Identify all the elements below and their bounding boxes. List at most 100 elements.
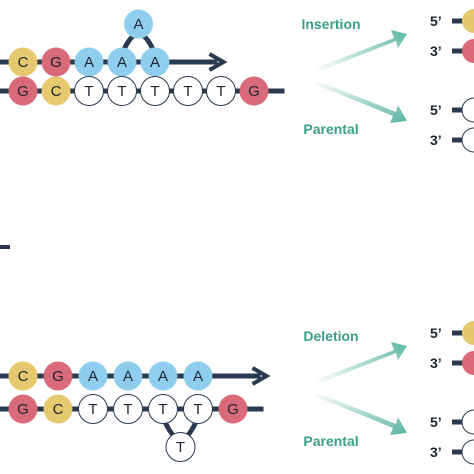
bottom-nucleotide-label: T bbox=[150, 83, 159, 100]
strand-end-label: 3’ bbox=[430, 444, 442, 460]
bottom-nucleotide-circle bbox=[78, 394, 108, 424]
bottom-nucleotide: T bbox=[206, 76, 236, 106]
arrow-down-outcome bbox=[314, 80, 407, 123]
bottom-nucleotide-circle bbox=[173, 76, 203, 106]
bottom-nucleotide: T bbox=[183, 394, 213, 424]
bottom-nucleotide-label: T bbox=[158, 401, 167, 418]
product-nucleotide-edge bbox=[461, 409, 474, 435]
product-nucleotide-edge bbox=[461, 97, 474, 123]
top-nucleotide: A bbox=[140, 47, 170, 77]
bottom-nucleotide-circle bbox=[183, 394, 213, 424]
bottom-nucleotide: T bbox=[107, 76, 137, 106]
bottom-nucleotide: G bbox=[8, 394, 38, 424]
top-nucleotide: C bbox=[8, 361, 38, 391]
top-nucleotide: A bbox=[183, 361, 213, 391]
strand-end-label: 5’ bbox=[430, 325, 442, 341]
inserted-nucleotide: A bbox=[124, 9, 153, 39]
top-nucleotide-circle bbox=[148, 361, 178, 391]
top-nucleotide: G bbox=[43, 361, 73, 391]
bottom-nucleotide-label: T bbox=[88, 401, 97, 418]
top-nucleotide: C bbox=[8, 47, 38, 77]
bottom-nucleotide-circle bbox=[43, 394, 73, 424]
bottom-nucleotide-label: G bbox=[17, 401, 29, 418]
top-nucleotide-label: A bbox=[150, 54, 160, 71]
top-nucleotide: A bbox=[113, 361, 143, 391]
bottom-nucleotide-label: G bbox=[227, 401, 239, 418]
bottom-nucleotide-label: T bbox=[84, 83, 93, 100]
top-nucleotide: A bbox=[78, 361, 108, 391]
strand-end-label: 5’ bbox=[430, 102, 442, 118]
arrow-up-outcome bbox=[316, 342, 407, 384]
bottom-nucleotide-label: T bbox=[123, 401, 132, 418]
bottom-nucleotide: C bbox=[41, 76, 71, 106]
bottom-nucleotide: T bbox=[173, 76, 203, 106]
top-nucleotide-circle bbox=[41, 47, 71, 77]
bottom-nucleotide: G bbox=[8, 76, 38, 106]
bottom-nucleotide-label: C bbox=[51, 83, 62, 100]
strand-end-label: 5’ bbox=[430, 414, 442, 430]
bottom-nucleotide: T bbox=[74, 76, 104, 106]
outcome-label-up: Insertion bbox=[301, 16, 360, 32]
bottom-nucleotide-circle bbox=[107, 76, 137, 106]
strand-end-label: 3’ bbox=[430, 132, 442, 148]
bottom-nucleotide-circle bbox=[113, 394, 143, 424]
bottom-nucleotide: G bbox=[239, 76, 269, 106]
product-nucleotide-edge bbox=[461, 127, 474, 153]
top-nucleotide-label: G bbox=[52, 368, 64, 385]
bottom-nucleotide-label: G bbox=[248, 83, 260, 100]
looped-out-nucleotide: T bbox=[165, 432, 196, 462]
bottom-nucleotide-label: T bbox=[193, 401, 202, 418]
bottom-nucleotide-label: T bbox=[117, 83, 126, 100]
outcome-label-down: Parental bbox=[303, 121, 358, 137]
bottom-nucleotide-circle bbox=[8, 394, 38, 424]
top-nucleotide-circle bbox=[183, 361, 213, 391]
top-nucleotide: A bbox=[107, 47, 137, 77]
top-nucleotide-label: C bbox=[18, 368, 29, 385]
top-nucleotide-circle bbox=[8, 361, 38, 391]
top-nucleotide-label: A bbox=[193, 368, 203, 385]
strand-end-label: 3’ bbox=[430, 355, 442, 371]
top-nucleotide-label: A bbox=[158, 368, 168, 385]
top-nucleotide-circle bbox=[107, 47, 137, 77]
product-nucleotide-edge bbox=[462, 321, 474, 345]
bottom-nucleotide: T bbox=[78, 394, 108, 424]
bottom-nucleotide-circle bbox=[74, 76, 104, 106]
bottom-nucleotide-circle bbox=[140, 76, 170, 106]
top-nucleotide: G bbox=[41, 47, 71, 77]
bottom-nucleotide: T bbox=[113, 394, 143, 424]
top-nucleotide-circle bbox=[113, 361, 143, 391]
top-nucleotide-circle bbox=[78, 361, 108, 391]
looped-out-nucleotide-circle bbox=[165, 432, 196, 462]
product-nucleotide-edge bbox=[462, 39, 474, 63]
arrow-up-outcome bbox=[316, 30, 407, 72]
bottom-nucleotide: C bbox=[43, 394, 73, 424]
bottom-nucleotide-circle bbox=[148, 394, 178, 424]
looped-out-nucleotide-label: T bbox=[176, 439, 185, 456]
bottom-nucleotide-label: G bbox=[17, 83, 29, 100]
top-nucleotide-circle bbox=[74, 47, 104, 77]
top-nucleotide-label: G bbox=[50, 54, 62, 71]
top-nucleotide-circle bbox=[140, 47, 170, 77]
bottom-nucleotide: G bbox=[218, 394, 248, 424]
product-nucleotide-edge bbox=[462, 351, 474, 375]
strand-end-label: 3’ bbox=[430, 43, 442, 59]
arrow-down-outcome bbox=[314, 392, 407, 435]
bottom-nucleotide-label: C bbox=[53, 401, 64, 418]
bottom-nucleotide-circle bbox=[218, 394, 248, 424]
outcome-label-down: Parental bbox=[303, 433, 358, 449]
bottom-nucleotide: T bbox=[148, 394, 178, 424]
top-nucleotide-label: A bbox=[123, 368, 133, 385]
top-nucleotide-circle bbox=[8, 47, 38, 77]
top-nucleotide: A bbox=[148, 361, 178, 391]
top-nucleotide-label: A bbox=[117, 54, 127, 71]
product-nucleotide-edge bbox=[461, 439, 474, 465]
product-nucleotide-edge bbox=[462, 9, 474, 33]
bottom-nucleotide-circle bbox=[8, 76, 38, 106]
top-nucleotide-label: C bbox=[18, 54, 29, 71]
top-nucleotide-label: A bbox=[88, 368, 98, 385]
bottom-nucleotide-circle bbox=[41, 76, 71, 106]
bottom-nucleotide-circle bbox=[206, 76, 236, 106]
